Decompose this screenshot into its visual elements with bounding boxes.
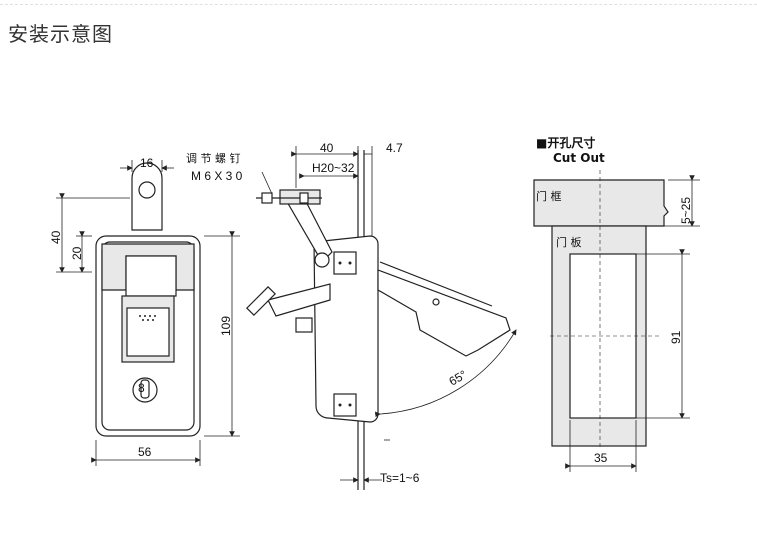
dim-cutout-height: 91 bbox=[669, 330, 683, 344]
dim-side-ts: Ts=1~6 bbox=[380, 471, 420, 485]
dim-side-depth: 40 bbox=[320, 141, 334, 155]
side-latch-screw bbox=[246, 286, 276, 316]
cutout-frame-label: 门 框 bbox=[536, 189, 562, 203]
front-key-mark: 8 bbox=[138, 381, 145, 395]
cutout-heading-cn: ■开孔尺寸 bbox=[536, 135, 595, 150]
side-angle-label: 65° bbox=[447, 367, 470, 388]
side-lock-body bbox=[313, 235, 379, 423]
side-mount-block-bottom bbox=[333, 393, 357, 417]
cutout-panel-label: 门 板 bbox=[556, 235, 582, 249]
dim-side-thickness: 4.7 bbox=[386, 141, 403, 155]
cutout-door-frame bbox=[533, 179, 669, 227]
front-tab-hole bbox=[138, 181, 156, 199]
dim-front-upper-height: 40 bbox=[49, 230, 63, 244]
side-cam-pivot bbox=[314, 252, 330, 268]
front-handle bbox=[125, 255, 177, 297]
cutout-view: ■开孔尺寸 Cut Out 门 框 门 板 5~25 91 35 bbox=[533, 135, 700, 472]
dim-front-width: 56 bbox=[138, 445, 152, 459]
side-latch-lower bbox=[267, 283, 331, 317]
front-key-slot bbox=[140, 379, 150, 399]
side-view: 65° 调 节 螺 钉 M 6 X 3 0 40 4.7 H20~32 Ts=1… bbox=[186, 141, 517, 490]
side-latch-block bbox=[295, 317, 313, 333]
side-handle-open bbox=[377, 269, 511, 357]
dim-front-total-height: 109 bbox=[219, 316, 233, 336]
dim-front-handle-height: 20 bbox=[70, 246, 84, 260]
page-title: 安装示意图 bbox=[8, 22, 113, 46]
front-lock-dots bbox=[139, 315, 156, 321]
top-border-line bbox=[0, 4, 757, 5]
dim-side-h-range: H20~32 bbox=[312, 161, 355, 175]
side-screw-label-cn: 调 节 螺 钉 bbox=[186, 152, 241, 165]
dim-front-top-width: 16 bbox=[140, 156, 154, 170]
front-view: 8 16 40 20 109 56 bbox=[49, 156, 240, 466]
cutout-heading-en: Cut Out bbox=[553, 151, 605, 165]
dim-cutout-width: 35 bbox=[594, 451, 608, 465]
side-mount-block-top bbox=[333, 251, 357, 275]
side-screw-label-spec: M 6 X 3 0 bbox=[191, 169, 243, 183]
side-angle-arc bbox=[375, 329, 517, 418]
front-lock-window bbox=[126, 307, 170, 357]
dim-cutout-offset: 5~25 bbox=[679, 197, 693, 224]
